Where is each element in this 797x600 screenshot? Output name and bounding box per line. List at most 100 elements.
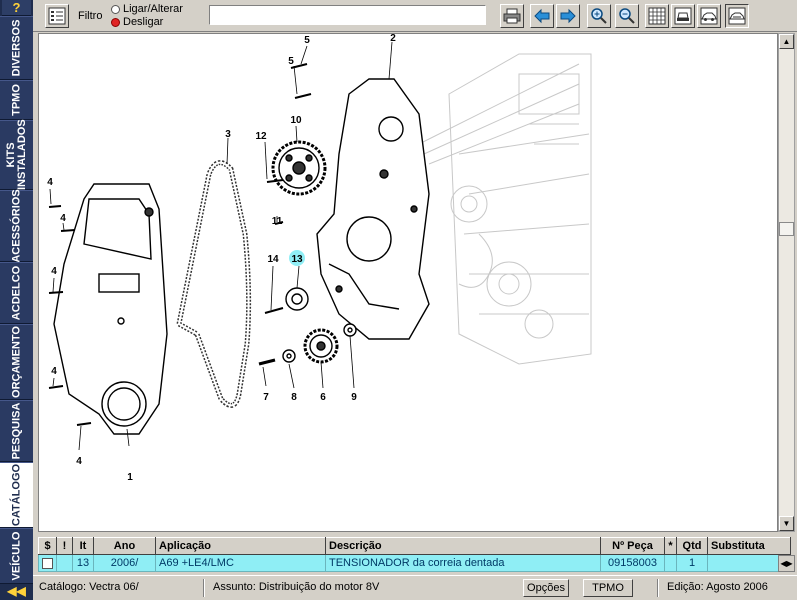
callout-4[interactable]: 4 [51, 266, 57, 277]
parts-table: $ ! It Ano Aplicação Descrição Nº Peça *… [38, 537, 791, 572]
callout-11[interactable]: 11 [272, 216, 283, 227]
callout-9[interactable]: 9 [351, 392, 357, 403]
diagram-vertical-scrollbar[interactable]: ▲ ▼ [778, 33, 795, 532]
callout-1[interactable]: 1 [127, 472, 133, 483]
table-row[interactable]: 13 2006/ A69 +LE4/LMC TENSIONADOR da cor… [38, 554, 791, 572]
help-button[interactable]: ? [2, 0, 31, 16]
callout-6[interactable]: 6 [320, 392, 326, 403]
status-edition: Edição: Agosto 2006 [667, 581, 768, 593]
status-bar: Catálogo: Vectra 06/ Assunto: Distribuiç… [33, 575, 797, 600]
radio-desligar[interactable]: Desligar [111, 16, 163, 28]
print-icon [503, 8, 521, 24]
zoom-in-icon [591, 8, 607, 24]
row-checkbox[interactable] [42, 557, 53, 569]
col-star[interactable]: * [664, 537, 677, 555]
tab-label: VEÍCULO [10, 531, 22, 581]
table-scroll-icon[interactable]: ◀▶ [778, 555, 795, 572]
col-alert[interactable]: ! [56, 537, 73, 555]
options-button[interactable]: Opções [523, 579, 569, 597]
exploded-diagram[interactable]: 1 2 3 4 4 4 4 4 5 5 6 7 8 9 10 11 12 13 … [38, 33, 778, 532]
table-header-row: $ ! It Ano Aplicação Descrição Nº Peça *… [38, 537, 791, 555]
callout-7[interactable]: 7 [263, 392, 269, 403]
callout-13[interactable]: 13 [291, 254, 303, 265]
callout-4[interactable]: 4 [47, 177, 53, 188]
callout-14[interactable]: 14 [267, 254, 279, 265]
radio-ligar-alterar[interactable]: Ligar/Alterar [111, 3, 183, 15]
part-tensioner [285, 287, 309, 311]
scroll-up-icon[interactable]: ▲ [779, 34, 794, 49]
part-front-cover [53, 183, 168, 435]
tab-diversos[interactable]: DIVERSOS [0, 16, 33, 80]
tab-veiculo[interactable]: VEÍCULO [0, 528, 33, 584]
tab-catalogo[interactable]: CATÁLOGO [0, 462, 33, 528]
engine-block-ghost [418, 53, 592, 365]
part-washers [48, 63, 357, 426]
callout-5[interactable]: 5 [288, 56, 294, 67]
tab-pesquisa[interactable]: PESQUISA [0, 400, 33, 462]
callout-5[interactable]: 5 [304, 35, 310, 46]
callout-4[interactable]: 4 [60, 213, 66, 224]
col-part-number[interactable]: Nº Peça [600, 537, 665, 555]
back-button[interactable] [530, 4, 554, 28]
sidebar: ? DIVERSOS TPMO KITS INSTALADOS ACESSÓRI… [0, 0, 33, 600]
tpmo-button[interactable]: TPMO [583, 579, 633, 597]
col-application[interactable]: Aplicação [155, 537, 326, 555]
car-front-button[interactable] [671, 4, 695, 28]
car-side-button[interactable] [697, 4, 721, 28]
col-qty[interactable]: Qtd [676, 537, 708, 555]
list-filter-button[interactable] [45, 4, 69, 28]
car-rear-button[interactable] [725, 4, 749, 28]
collapse-sidebar-icon[interactable]: ◀◀ [7, 584, 26, 598]
tab-orcamento[interactable]: ORÇAMENTO [0, 324, 33, 400]
col-item[interactable]: It [72, 537, 94, 555]
col-year[interactable]: Ano [93, 537, 156, 555]
tab-label: TPMO [10, 84, 22, 116]
filter-input[interactable] [209, 5, 486, 25]
print-button[interactable] [500, 4, 524, 28]
forward-button[interactable] [556, 4, 580, 28]
col-substitute[interactable]: Substituta [707, 537, 791, 555]
col-price[interactable]: $ [38, 537, 57, 555]
diagram-svg: 1 2 3 4 4 4 4 4 5 5 6 7 8 9 10 11 12 13 … [47, 34, 592, 483]
status-catalog: Catálogo: Vectra 06/ [39, 581, 139, 593]
tab-acdelco[interactable]: ACDELCO [0, 262, 33, 324]
scrollbar-thumb[interactable] [779, 222, 794, 236]
row-checkbox-cell[interactable] [38, 554, 57, 572]
zoom-out-button[interactable] [615, 4, 639, 28]
tab-label: ACDELCO [10, 265, 22, 321]
arrow-right-icon [560, 8, 576, 24]
part-camshaft-sprocket [271, 140, 327, 196]
tab-label: ACESSÓRIOS [10, 189, 22, 263]
zoom-out-icon [619, 8, 635, 24]
callout-leaders [49, 41, 393, 451]
callout-4[interactable]: 4 [76, 456, 82, 467]
callout-3[interactable]: 3 [225, 129, 231, 140]
part-idler-pulley [303, 328, 339, 364]
callout-2[interactable]: 2 [390, 34, 396, 44]
radio-label: Desligar [123, 16, 164, 28]
tab-label: ORÇAMENTO [10, 326, 22, 398]
grid-view-button[interactable] [645, 4, 669, 28]
callout-10[interactable]: 10 [290, 115, 302, 126]
callout-8[interactable]: 8 [291, 392, 297, 403]
status-separator [203, 579, 205, 597]
row-description: TENSIONADOR da correia dentada [325, 554, 601, 572]
tab-tpmo[interactable]: TPMO [0, 80, 33, 120]
tab-label: PESQUISA [10, 402, 22, 460]
part-timing-belt [176, 160, 252, 408]
col-description[interactable]: Descrição [325, 537, 601, 555]
callout-12[interactable]: 12 [255, 131, 267, 142]
zoom-in-button[interactable] [587, 4, 611, 28]
tab-kits-instalados[interactable]: KITS INSTALADOS [0, 119, 33, 190]
row-year: 2006/ [93, 554, 156, 572]
callout-4[interactable]: 4 [51, 366, 57, 377]
radio-off-icon [111, 4, 120, 14]
toolbar: Filtro Ligar/Alterar Desligar [33, 0, 797, 32]
list-filter-icon [48, 7, 66, 25]
radio-label: Ligar/Alterar [123, 3, 183, 15]
row-star [664, 554, 677, 572]
radio-on-icon [111, 17, 120, 27]
tab-acessorios[interactable]: ACESSÓRIOS [0, 189, 33, 263]
filter-label: Filtro [78, 10, 103, 22]
scroll-down-icon[interactable]: ▼ [779, 516, 794, 531]
